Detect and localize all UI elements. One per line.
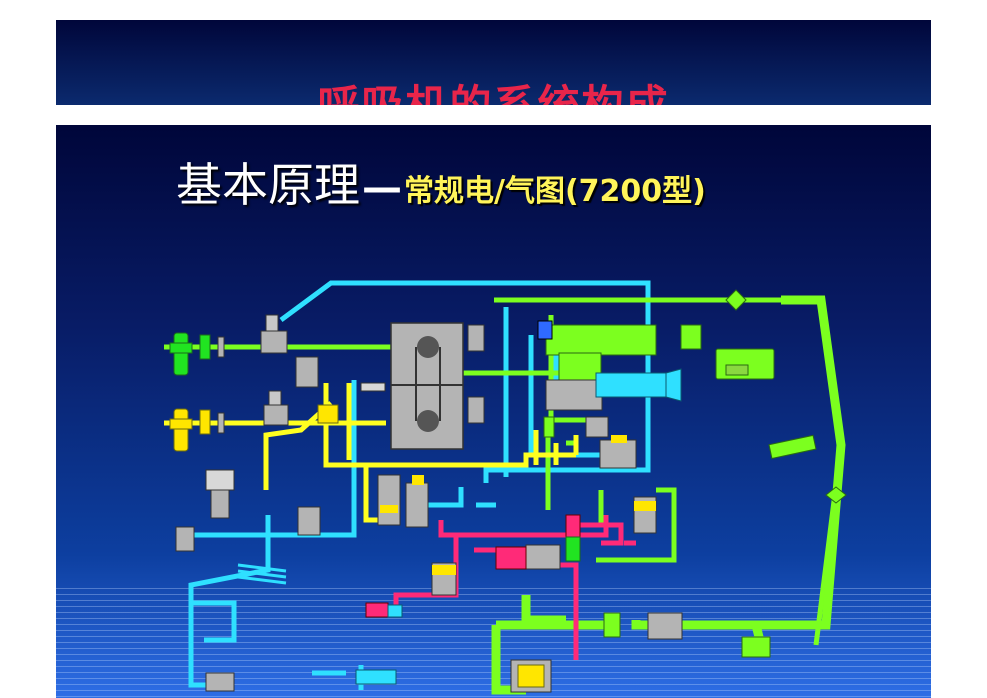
air-inlet-filter (169, 314, 319, 388)
slide: 基本原理—常规电/气图(7200型) (56, 125, 931, 698)
patient-circuit-components (537, 320, 775, 411)
top-title: 呼吸机的系统构成 (56, 72, 931, 105)
slide-title-main: 基本原理 (176, 158, 360, 212)
check-valves (725, 289, 847, 504)
top-title-band: 呼吸机的系统构成 (56, 20, 931, 105)
slide-title-sub: 常规电/气图(7200型) (404, 174, 706, 209)
small-components (175, 382, 771, 693)
slide-title-dash: — (362, 165, 402, 211)
oxygen-inlet-filter (169, 390, 339, 452)
ventilator-schematic (164, 280, 847, 695)
slide-title: 基本原理—常规电/气图(7200型) (176, 149, 706, 215)
coil-tube (237, 563, 287, 585)
central-valve-block (390, 322, 485, 450)
